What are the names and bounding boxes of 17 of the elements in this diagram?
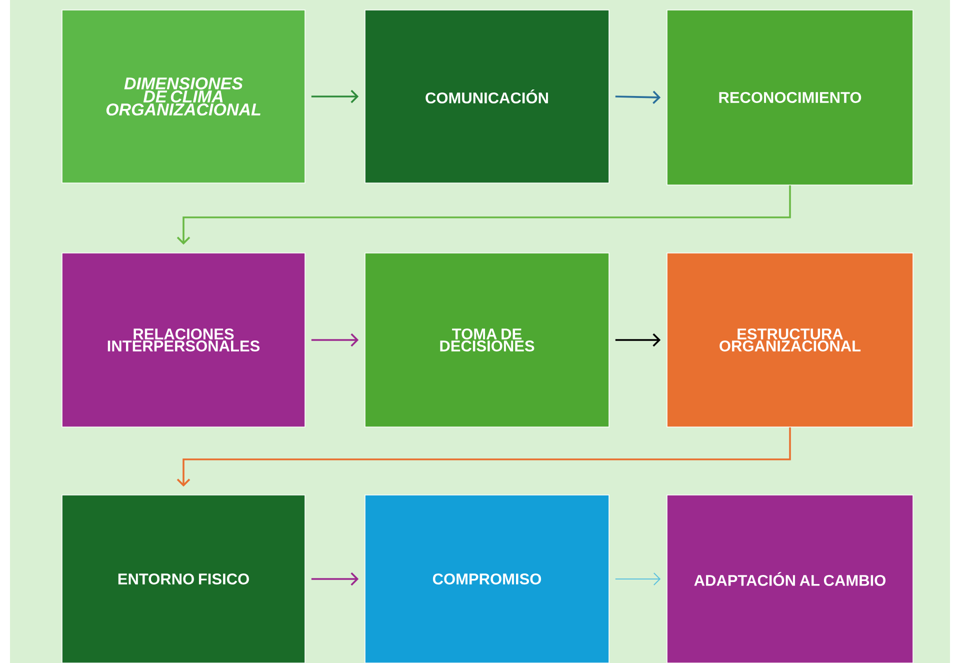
process-box: ADAPTACIÓN AL CAMBIO bbox=[666, 494, 914, 663]
process-box: TOMA DE DECISIONES bbox=[364, 252, 610, 428]
process-box: RELACIONES INTERPERSONALES bbox=[62, 252, 306, 428]
arrow bbox=[311, 90, 359, 104]
process-box: DIMENSIONES DE CLIMA ORGANIZACIONAL bbox=[62, 10, 306, 184]
process-box: COMPROMISO bbox=[364, 494, 610, 663]
process-box: COMUNICACIÓN bbox=[364, 10, 610, 184]
process-box: ESTRUCTURA ORGANIZACIONAL bbox=[666, 252, 914, 428]
arrow bbox=[614, 572, 661, 586]
arrow bbox=[615, 90, 661, 104]
arrow bbox=[311, 333, 359, 347]
arrow bbox=[176, 427, 791, 487]
arrow bbox=[615, 333, 661, 347]
process-box: ENTORNO FISICO bbox=[62, 494, 306, 663]
process-box: RECONOCIMIENTO bbox=[666, 10, 914, 186]
arrow bbox=[311, 572, 359, 586]
arrow bbox=[176, 185, 791, 245]
